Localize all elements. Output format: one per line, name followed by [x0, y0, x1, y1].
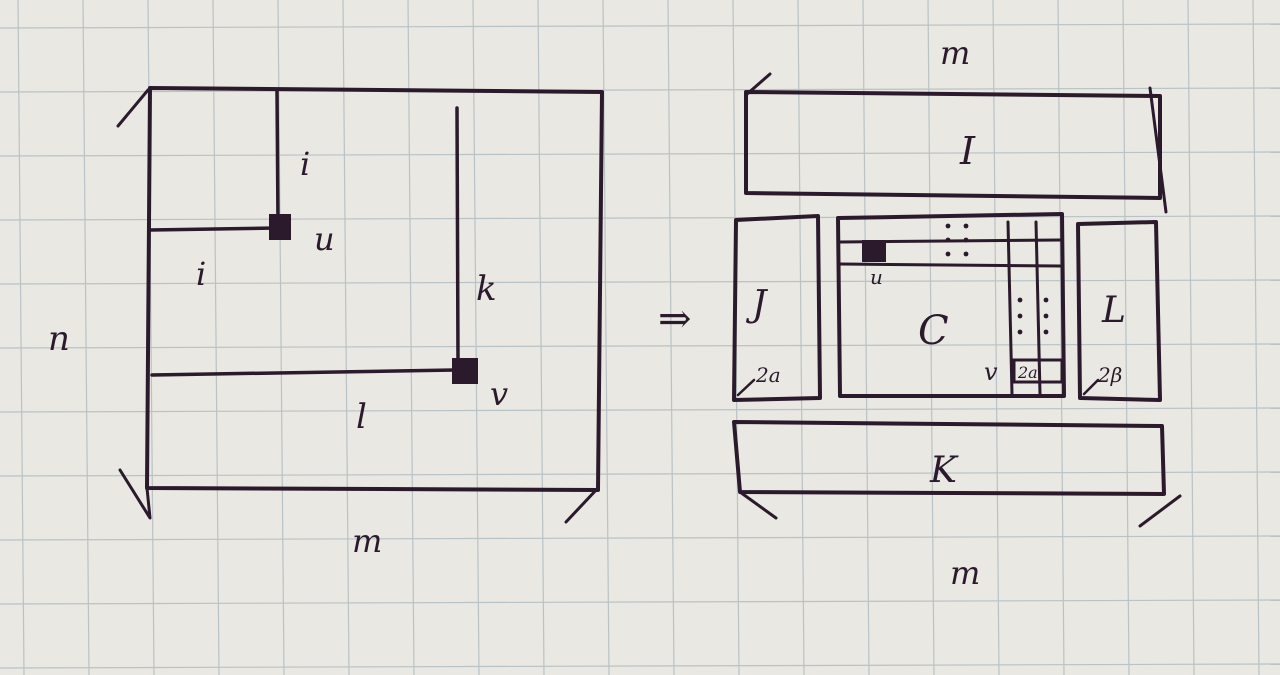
label-i-top: i — [300, 145, 310, 183]
grid-line-horizontal — [0, 343, 1280, 349]
label-L-dim: 2β — [1097, 363, 1122, 387]
label-v: v — [490, 375, 508, 413]
label-m-bottom-left: m — [352, 522, 382, 560]
block-J — [732, 214, 822, 402]
grid-line-horizontal — [0, 23, 1280, 29]
block-K — [732, 420, 1166, 496]
line-i-vertical — [275, 88, 280, 226]
label-L: L — [1101, 290, 1126, 331]
grid-line-vertical — [277, 0, 285, 675]
grid-line-vertical — [862, 0, 870, 675]
grid-line-vertical — [82, 0, 90, 675]
block-C-col-left — [1006, 220, 1014, 396]
block-C-v-cell — [1012, 358, 1064, 384]
grid-line-horizontal — [0, 151, 1280, 157]
grid-line-vertical — [992, 0, 1000, 675]
right-diagram: m I J 2a C u v 2a L 2β — [732, 34, 1182, 592]
block-I-corner-left — [744, 72, 772, 97]
block-C — [836, 212, 1066, 398]
grid-line-horizontal — [0, 599, 1280, 605]
block-C-row-bottom — [838, 262, 1062, 268]
grid-line-vertical — [927, 0, 935, 675]
point-u-marker — [269, 214, 291, 240]
grid-line-horizontal — [0, 471, 1280, 477]
block-C-col-right — [1034, 220, 1042, 396]
left-corner-top-left — [116, 88, 150, 128]
label-m-top-right: m — [940, 34, 970, 72]
label-C: C — [918, 308, 949, 354]
grid-line-vertical — [1187, 0, 1195, 675]
grid-line-vertical — [407, 0, 415, 675]
transform-arrow: ⇒ — [658, 296, 692, 342]
block-L — [1076, 220, 1162, 402]
label-n: n — [48, 319, 70, 359]
grid-line-vertical — [212, 0, 220, 675]
label-I: I — [959, 129, 976, 173]
block-C-u-cell — [862, 240, 886, 262]
grid-line-vertical — [602, 0, 610, 675]
grid-line-horizontal — [0, 407, 1280, 413]
label-i-left: i — [196, 255, 206, 293]
line-i-horizontal — [148, 226, 278, 232]
grid-line-vertical — [1122, 0, 1130, 675]
label-k: k — [476, 269, 497, 309]
grid-line-vertical — [667, 0, 675, 675]
grid-line-horizontal — [0, 663, 1280, 669]
block-I-corner-right — [1148, 86, 1168, 214]
grid-line-horizontal — [0, 535, 1280, 541]
label-v-inner: v — [984, 358, 998, 386]
grid-line-vertical — [472, 0, 480, 675]
block-K-corner-right — [1138, 494, 1182, 528]
line-k-vertical — [455, 106, 460, 362]
label-v-dim: 2a — [1017, 363, 1038, 382]
grid-line-vertical — [342, 0, 350, 675]
block-K-corner-left — [738, 490, 778, 520]
label-l: l — [356, 397, 367, 437]
grid-line-horizontal — [0, 215, 1280, 221]
left-corner-bottom-left — [118, 468, 152, 520]
label-u: u — [314, 220, 335, 258]
grid-line-vertical — [1252, 0, 1260, 675]
grid-line-horizontal — [0, 279, 1280, 285]
line-l-horizontal — [150, 368, 457, 377]
grid-line-horizontal — [0, 87, 1280, 93]
block-C-ellipsis-dots — [945, 223, 1049, 335]
grid-line-vertical — [1057, 0, 1065, 675]
label-K: K — [929, 450, 959, 491]
grid-line-vertical — [797, 0, 805, 675]
grid-line-vertical — [537, 0, 545, 675]
left-corner-bottom-right — [564, 486, 600, 524]
label-J-dim: 2a — [755, 363, 781, 387]
block-J-dim-arrow — [736, 378, 756, 397]
point-v-marker — [452, 358, 478, 384]
left-diagram: n m i i u k v l — [48, 86, 604, 560]
label-u-inner: u — [870, 265, 883, 289]
grid-line-vertical — [17, 0, 25, 675]
block-L-dim-arrow — [1082, 378, 1100, 396]
block-I — [744, 90, 1162, 200]
label-m-bottom-right: m — [950, 554, 980, 592]
